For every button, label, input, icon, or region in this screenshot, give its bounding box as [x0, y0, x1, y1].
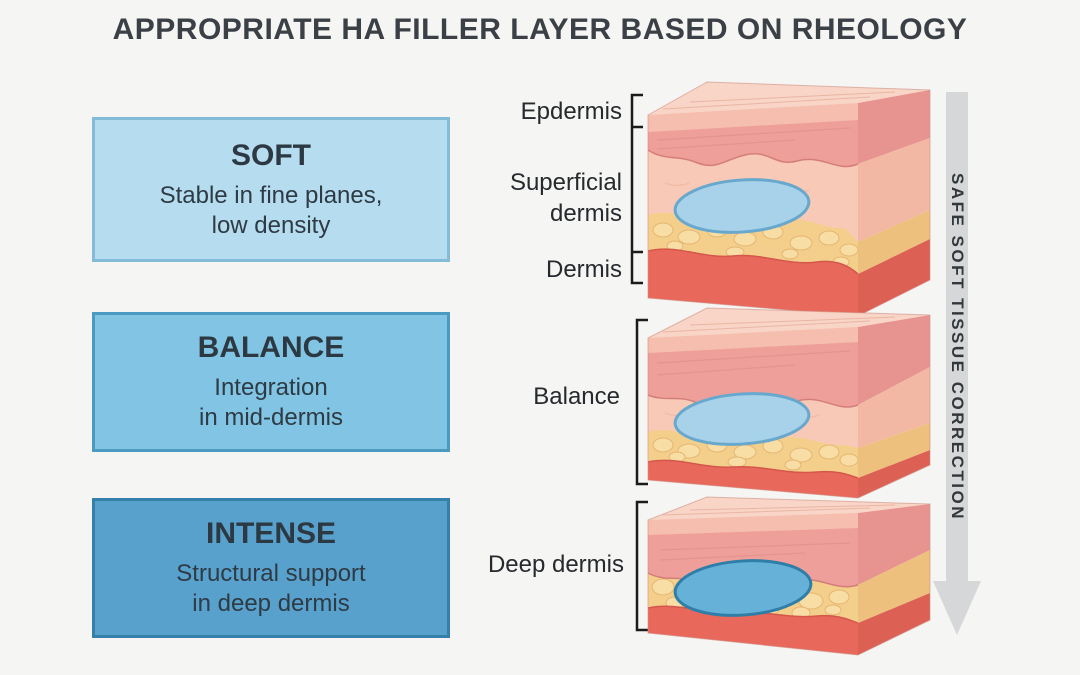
top-face	[648, 497, 930, 520]
side-face-muscle	[858, 593, 930, 655]
label-deep-dermis: Deep dermis	[487, 551, 624, 578]
soft-box-line2: low density	[211, 211, 331, 239]
epidermis-strip	[648, 103, 858, 132]
epidermis-strip	[648, 513, 858, 535]
side-face-muscle	[858, 239, 930, 316]
skin-block-deep-illustration	[647, 496, 931, 656]
soft-box-line1: Stable in fine planes,	[159, 181, 383, 209]
epidermis-layer	[648, 342, 858, 408]
side-face-dermis	[858, 367, 930, 448]
balance-box: BALANCE Integration in mid-dermis	[92, 312, 450, 452]
top-face	[648, 82, 930, 115]
filler-blob	[673, 392, 811, 446]
arrow-head	[933, 581, 981, 635]
intense-box-line1: Structural support	[176, 560, 366, 587]
epidermis-dermis-bracket	[630, 93, 643, 285]
intense-box-line2: in deep dermis	[192, 590, 350, 617]
balance-box-line2: in mid-dermis	[198, 404, 344, 431]
muscle-layer	[648, 606, 858, 655]
balance-box-line1: Integration	[214, 374, 328, 401]
side-face-fat	[858, 550, 930, 623]
skin-block-mid	[645, 305, 935, 505]
balance-box-heading: BALANCE	[197, 331, 345, 364]
label-superficial-line1: Superficial	[509, 169, 622, 196]
deep-dermis-bracket	[635, 500, 648, 632]
side-face-epidermis	[858, 504, 930, 585]
soft-box: SOFT Stable in fine planes, low density	[92, 117, 450, 262]
arrow-label: SAFE SOFT TISSUE CORRECTION	[948, 172, 967, 522]
intense-box-heading: INTENSE	[205, 517, 337, 550]
label-balance: Balance	[533, 383, 620, 410]
label-superficial-dermis: Superficial dermis	[510, 167, 622, 229]
side-face-muscle	[858, 450, 930, 498]
label-dermis: Dermis	[546, 256, 622, 283]
soft-box-heading: SOFT	[231, 138, 311, 172]
filler-blob	[673, 559, 813, 617]
side-face-epidermis	[858, 90, 930, 164]
arrow-down-icon	[933, 92, 981, 635]
muscle-layer	[648, 249, 858, 316]
side-face-fat	[858, 423, 930, 478]
skin-block-mid-illustration	[647, 307, 931, 499]
side-face-dermis	[858, 138, 930, 242]
skin-block-superficial-illustration	[647, 81, 931, 317]
skin-block-superficial	[645, 78, 935, 318]
epidermis-strip	[648, 327, 858, 353]
filler-blob	[673, 178, 811, 234]
label-epidermis: Epdermis	[520, 98, 622, 125]
side-face-fat	[858, 210, 930, 274]
label-superficial-line2: dermis	[549, 200, 622, 228]
arrow-shaft	[946, 92, 968, 584]
top-face	[648, 308, 930, 338]
muscle-layer	[648, 460, 858, 498]
page-title: APPROPRIATE HA FILLER LAYER BASED ON RHE…	[112, 13, 968, 46]
skin-block-deep	[645, 495, 935, 675]
side-face-epidermis	[858, 315, 930, 405]
intense-box: INTENSE Structural support in deep dermi…	[92, 498, 450, 638]
balance-bracket	[635, 318, 648, 486]
